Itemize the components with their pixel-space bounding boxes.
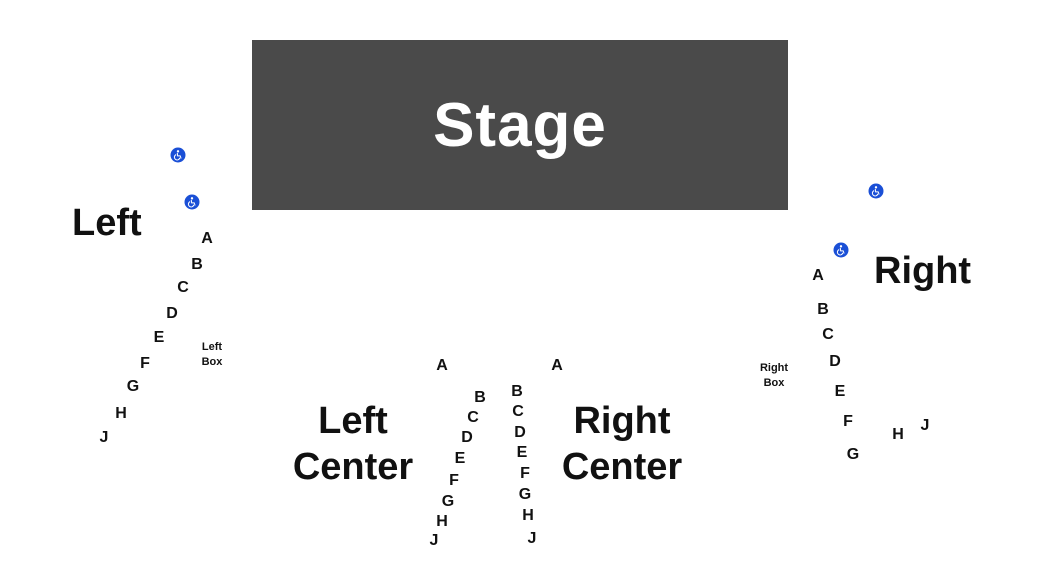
row-label-left: J: [99, 429, 109, 446]
row-label-left-center: H: [436, 513, 448, 530]
section-label-right-center: Right Center: [554, 398, 690, 490]
section-label-left-center: Left Center: [288, 398, 418, 490]
row-label-left-center: D: [461, 429, 473, 446]
row-label-left-center: C: [467, 409, 479, 426]
row-label-right: B: [817, 301, 829, 318]
row-label-right-center: H: [522, 507, 534, 524]
row-label-left: E: [153, 329, 165, 346]
right-box-line1: Right: [759, 362, 789, 374]
left-center-line2: Center: [292, 446, 414, 488]
right-center-line1: Right: [573, 400, 671, 442]
row-label-right-center: D: [514, 424, 526, 441]
left-center-line1: Left: [318, 400, 388, 442]
stage: Stage: [252, 40, 788, 210]
row-label-left: H: [115, 405, 127, 422]
stage-label: Stage: [433, 90, 607, 160]
row-label-right-center: A: [551, 357, 563, 374]
row-label-right-center: E: [516, 444, 528, 461]
row-label-left: G: [126, 378, 140, 395]
row-label-left-center: F: [449, 472, 459, 489]
row-label-right-center: G: [518, 486, 532, 503]
row-label-right: C: [822, 326, 834, 343]
row-label-left-center: E: [454, 450, 466, 467]
left-box-line2: Box: [201, 356, 223, 368]
right-box-line2: Box: [763, 377, 785, 389]
wheelchair-accessible-icon: [833, 242, 849, 258]
row-label-right-center: F: [520, 465, 530, 482]
wheelchair-accessible-icon: [868, 183, 884, 199]
right-center-line2: Center: [561, 446, 683, 488]
row-label-left-center: B: [474, 389, 486, 406]
row-label-right: A: [812, 267, 824, 284]
left-box-line1: Left: [201, 341, 223, 353]
wheelchair-accessible-icon: [170, 147, 186, 163]
row-label-left-center: G: [441, 493, 455, 510]
row-label-left: F: [140, 355, 150, 372]
row-label-right: E: [834, 383, 846, 400]
row-label-right: J: [920, 417, 930, 434]
right-box-label: Right Box: [754, 361, 794, 391]
row-label-right-center: J: [527, 530, 537, 547]
wheelchair-accessible-icon: [184, 194, 200, 210]
row-label-right: H: [892, 426, 904, 443]
row-label-left-center: J: [429, 532, 439, 549]
row-label-left: C: [177, 279, 189, 296]
row-label-right-center: C: [512, 403, 524, 420]
row-label-right-center: B: [511, 383, 523, 400]
row-label-right: G: [846, 446, 860, 463]
left-box-label: Left Box: [196, 340, 228, 370]
section-label-right: Right: [874, 250, 972, 292]
row-label-right: F: [843, 413, 853, 430]
section-label-left: Left: [72, 202, 142, 244]
row-label-left-center: A: [436, 357, 448, 374]
row-label-left: D: [166, 305, 178, 322]
row-label-left: B: [191, 256, 203, 273]
row-label-left: A: [201, 230, 213, 247]
row-label-right: D: [829, 353, 841, 370]
